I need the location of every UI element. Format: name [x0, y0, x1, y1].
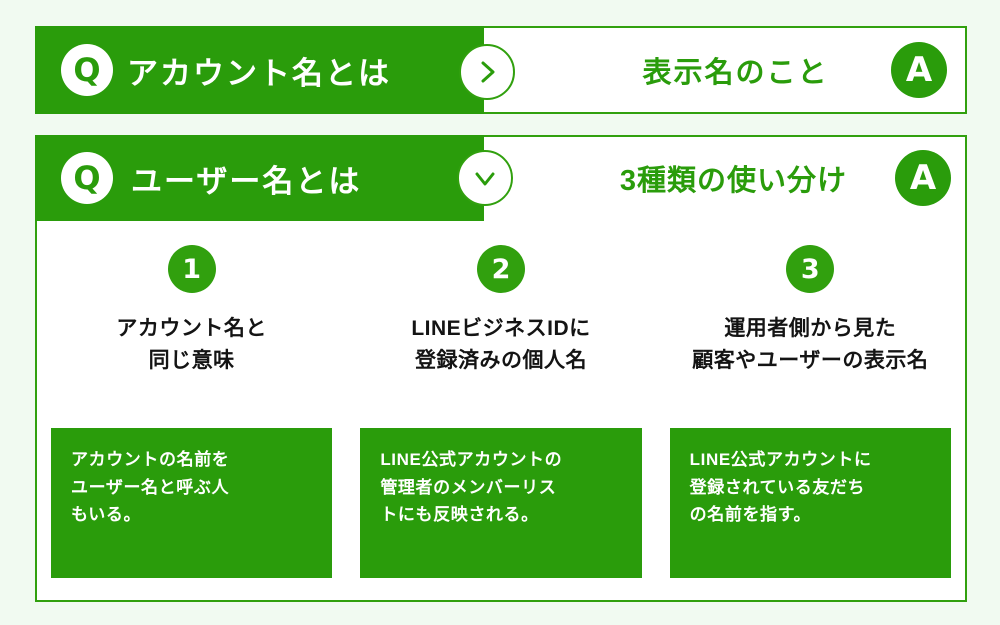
faq-answer-block-2: 3種類の使い分け: [484, 135, 967, 221]
faq-answer-text-2: 3種類の使い分け: [619, 165, 848, 197]
detail-note-card-1: アカウントの名前を ユーザー名と呼ぶ人 もいる。: [51, 428, 333, 578]
faq-header-2[interactable]: Q ユーザー名とは 3種類の使い分け A: [35, 135, 967, 221]
detail-column-1: 1 アカウント名と 同じ意味 アカウントの名前を ユーザー名と呼ぶ人 もいる。: [37, 223, 346, 600]
question-badge-icon: Q: [61, 44, 113, 96]
chevron-right-icon[interactable]: [459, 44, 515, 100]
faq-item-account-name[interactable]: Q アカウント名とは 表示名のこと A: [35, 26, 967, 114]
faq-question-text-1: アカウント名とは: [127, 55, 391, 91]
faq-item-user-name[interactable]: Q ユーザー名とは 3種類の使い分け A 1 アカウント名と 同じ意味 アカウン…: [35, 135, 967, 602]
number-badge-3: 3: [786, 245, 835, 293]
detail-title-1: アカウント名と 同じ意味: [116, 317, 267, 372]
question-badge-icon-2: Q: [61, 152, 113, 204]
detail-note-card-3: LINE公式アカウントに 登録されている友だち の名前を指す。: [669, 428, 951, 578]
number-badge-1: 1: [167, 245, 216, 293]
faq-question-block-2[interactable]: Q ユーザー名とは: [35, 135, 484, 221]
detail-column-2: 2 LINEビジネスIDに 登録済みの個人名 LINE公式アカウントの 管理者の…: [346, 223, 655, 600]
a-badge-label-1: A: [905, 50, 933, 90]
answer-badge-icon-1: A: [891, 42, 947, 98]
answer-badge-icon-2: A: [895, 150, 951, 206]
detail-column-3: 3 運用者側から見た 顧客やユーザーの表示名 LINE公式アカウントに 登録され…: [656, 223, 965, 600]
detail-note-card-2: LINE公式アカウントの 管理者のメンバーリス トにも反映される。: [360, 428, 642, 578]
chevron-down-icon[interactable]: [457, 150, 513, 206]
faq-question-block-1[interactable]: Q アカウント名とは: [35, 26, 484, 114]
faq-answer-text-1: 表示名のこと: [642, 57, 829, 89]
detail-title-2: LINEビジネスIDに 登録済みの個人名: [411, 317, 591, 372]
detail-title-3: 運用者側から見た 顧客やユーザーの表示名: [692, 317, 929, 372]
faq-detail-columns: 1 アカウント名と 同じ意味 アカウントの名前を ユーザー名と呼ぶ人 もいる。 …: [37, 223, 965, 600]
faq-answer-block-1: 表示名のこと: [484, 28, 965, 112]
a-badge-label-2: A: [909, 158, 937, 198]
number-badge-2: 2: [476, 245, 525, 293]
q-badge-label: Q: [73, 51, 101, 89]
q-badge-label-2: Q: [73, 159, 101, 197]
faq-question-text-2: ユーザー名とは: [131, 163, 362, 199]
